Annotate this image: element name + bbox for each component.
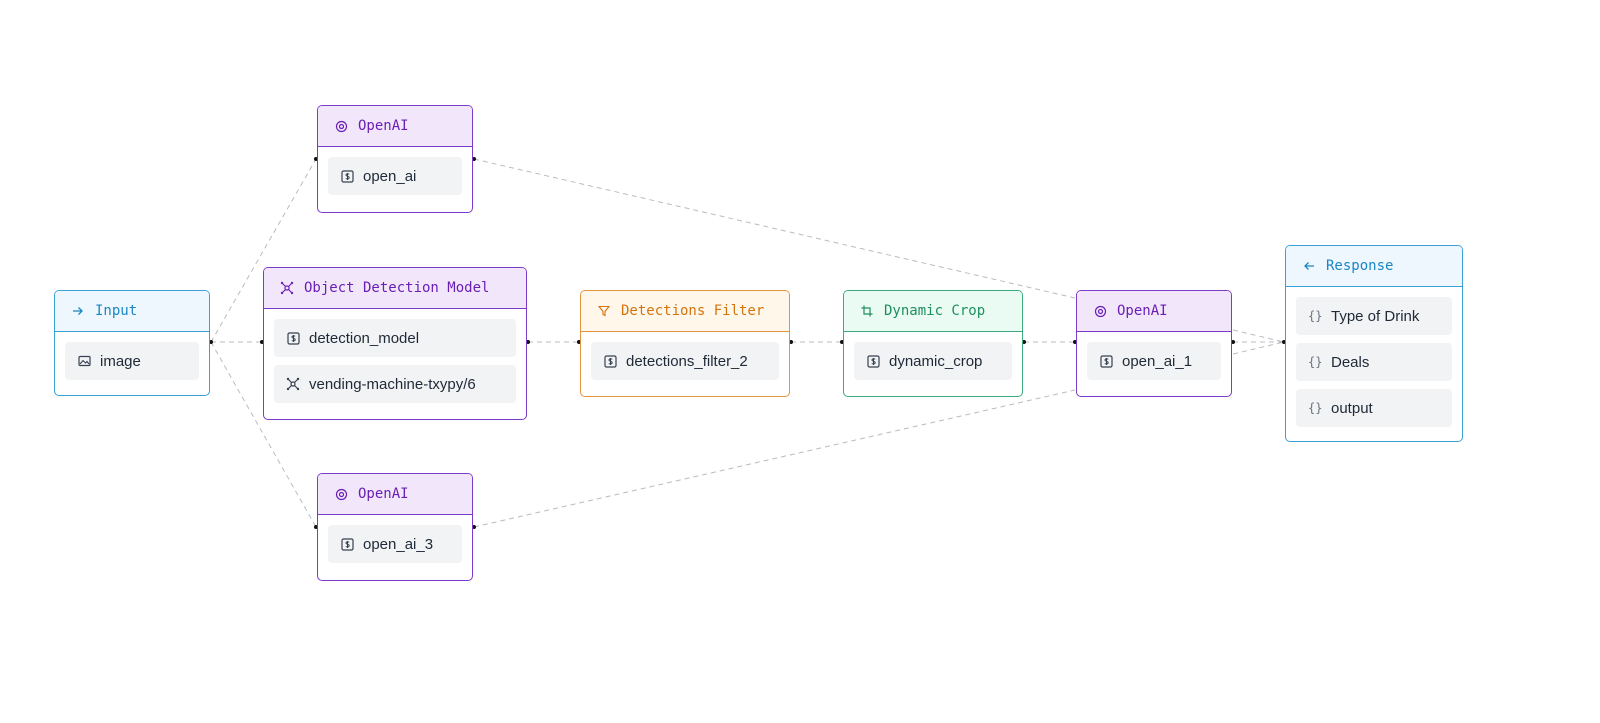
node-openai-bottom[interactable]: OpenAI open_ai_3 (317, 473, 473, 581)
node-openai-top-header[interactable]: OpenAI (318, 106, 472, 147)
filter-icon (597, 304, 611, 318)
braces-icon: {} (1308, 355, 1323, 369)
node-openai-top-title: OpenAI (358, 118, 409, 134)
edge-openai-top-to-openai-mid (473, 158, 1076, 299)
field-label: output (1331, 399, 1373, 417)
field-label: detections_filter_2 (626, 352, 748, 370)
node-input[interactable]: Input image (54, 290, 210, 396)
node-detections-filter-title: Detections Filter (621, 303, 765, 319)
field-output[interactable]: {} output (1296, 389, 1452, 427)
network-icon (280, 281, 294, 295)
edge-openai-mid-to-response-c (1232, 341, 1285, 355)
edge-openai-bottom-to-openai-mid (473, 389, 1076, 528)
field-type-of-drink[interactable]: {} Type of Drink (1296, 297, 1452, 335)
node-dynamic-crop[interactable]: Dynamic Crop dynamic_crop (843, 290, 1023, 397)
field-model-id[interactable]: vending-machine-txypy/6 (274, 365, 516, 403)
node-dynamic-crop-header[interactable]: Dynamic Crop (844, 291, 1022, 332)
node-object-detection-header[interactable]: Object Detection Model (264, 268, 526, 309)
field-deals[interactable]: {} Deals (1296, 343, 1452, 381)
dollar-box-icon (603, 354, 617, 368)
braces-icon: {} (1308, 401, 1323, 415)
field-label: vending-machine-txypy/6 (309, 375, 476, 393)
field-detections-filter-2[interactable]: detections_filter_2 (591, 342, 779, 380)
openai-icon (1093, 304, 1107, 318)
field-label: dynamic_crop (889, 352, 983, 370)
node-detections-filter-header[interactable]: Detections Filter (581, 291, 789, 332)
field-detection-model[interactable]: detection_model (274, 319, 516, 357)
field-label: Type of Drink (1331, 307, 1420, 325)
field-dynamic-crop[interactable]: dynamic_crop (854, 342, 1012, 380)
node-openai-top[interactable]: OpenAI open_ai (317, 105, 473, 213)
field-open-ai[interactable]: open_ai (328, 157, 462, 195)
dollar-box-icon (866, 354, 880, 368)
field-label: open_ai_3 (363, 535, 434, 553)
network-icon (286, 377, 300, 391)
openai-icon (334, 119, 348, 133)
image-icon (77, 354, 91, 368)
node-object-detection-title: Object Detection Model (304, 280, 490, 296)
node-openai-bottom-title: OpenAI (358, 486, 409, 502)
field-label: image (100, 352, 141, 370)
dollar-box-icon (1099, 354, 1113, 368)
node-openai-mid-header[interactable]: OpenAI (1077, 291, 1231, 332)
dollar-box-icon (340, 169, 354, 183)
field-label: detection_model (309, 329, 420, 347)
node-openai-bottom-header[interactable]: OpenAI (318, 474, 472, 515)
arrow-right-icon (71, 304, 85, 318)
field-image[interactable]: image (65, 342, 199, 380)
field-open-ai-3[interactable]: open_ai_3 (328, 525, 462, 563)
node-openai-mid-title: OpenAI (1117, 303, 1168, 319)
edge-openai-mid-to-response-b (1232, 329, 1285, 343)
node-input-header[interactable]: Input (55, 291, 209, 332)
node-detections-filter[interactable]: Detections Filter detections_filter_2 (580, 290, 790, 397)
field-label: open_ai (363, 167, 417, 185)
field-open-ai-1[interactable]: open_ai_1 (1087, 342, 1221, 380)
node-dynamic-crop-title: Dynamic Crop (884, 303, 986, 319)
node-object-detection[interactable]: Object Detection Model detection_model v… (263, 267, 527, 420)
node-input-title: Input (95, 303, 138, 319)
arrow-left-icon (1302, 259, 1316, 273)
node-response-title: Response (1326, 258, 1394, 274)
dollar-box-icon (340, 537, 354, 551)
field-label: open_ai_1 (1122, 352, 1193, 370)
braces-icon: {} (1308, 309, 1323, 323)
dollar-box-icon (286, 331, 300, 345)
openai-icon (334, 487, 348, 501)
node-response[interactable]: Response {} Type of Drink {} Deals {} ou… (1285, 245, 1463, 442)
crop-icon (860, 304, 874, 318)
node-openai-mid[interactable]: OpenAI open_ai_1 (1076, 290, 1232, 397)
field-label: Deals (1331, 353, 1370, 371)
node-response-header[interactable]: Response (1286, 246, 1462, 287)
